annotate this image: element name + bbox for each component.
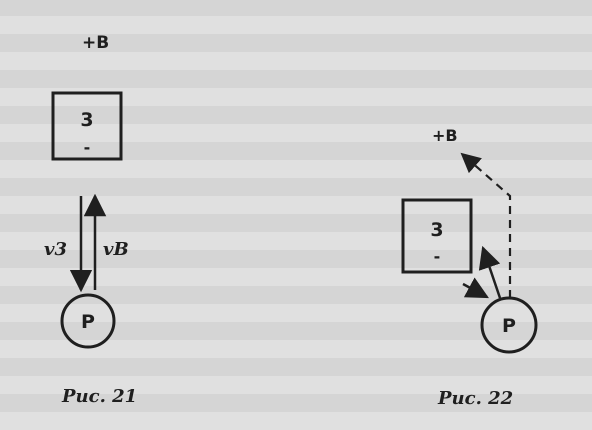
- fig22-source-label: +B: [432, 126, 458, 145]
- fig21-arrow-right-label: vB: [103, 239, 129, 260]
- figure-21: +B 3 - v3 vB P Рис. 21: [44, 33, 137, 407]
- fig22-circle-label: P: [502, 315, 516, 337]
- fig21-circle-label: P: [81, 311, 95, 333]
- fig22-dashed-arrow: [460, 152, 512, 298]
- fig21-source-label: +B: [82, 33, 109, 53]
- fig21-caption: Рис. 21: [61, 386, 137, 407]
- fig21-box-label: 3: [80, 109, 93, 131]
- fig21-box: [51, 91, 123, 161]
- fig22-circle: [480, 296, 538, 354]
- fig22-box: [401, 198, 473, 274]
- fig22-arrow-out: [478, 245, 502, 299]
- fig22-arrow-in: [462, 277, 489, 299]
- fig22-box-sign: -: [434, 247, 441, 266]
- fig21-circle: [60, 293, 116, 349]
- fig22-box-label: 3: [430, 219, 443, 241]
- fig21-box-sign: -: [84, 138, 91, 157]
- fig21-arrow-left-label: v3: [44, 239, 67, 260]
- fig22-caption: Рис. 22: [437, 388, 513, 409]
- figure-22: +B 3 - P Рис. 22: [401, 126, 538, 409]
